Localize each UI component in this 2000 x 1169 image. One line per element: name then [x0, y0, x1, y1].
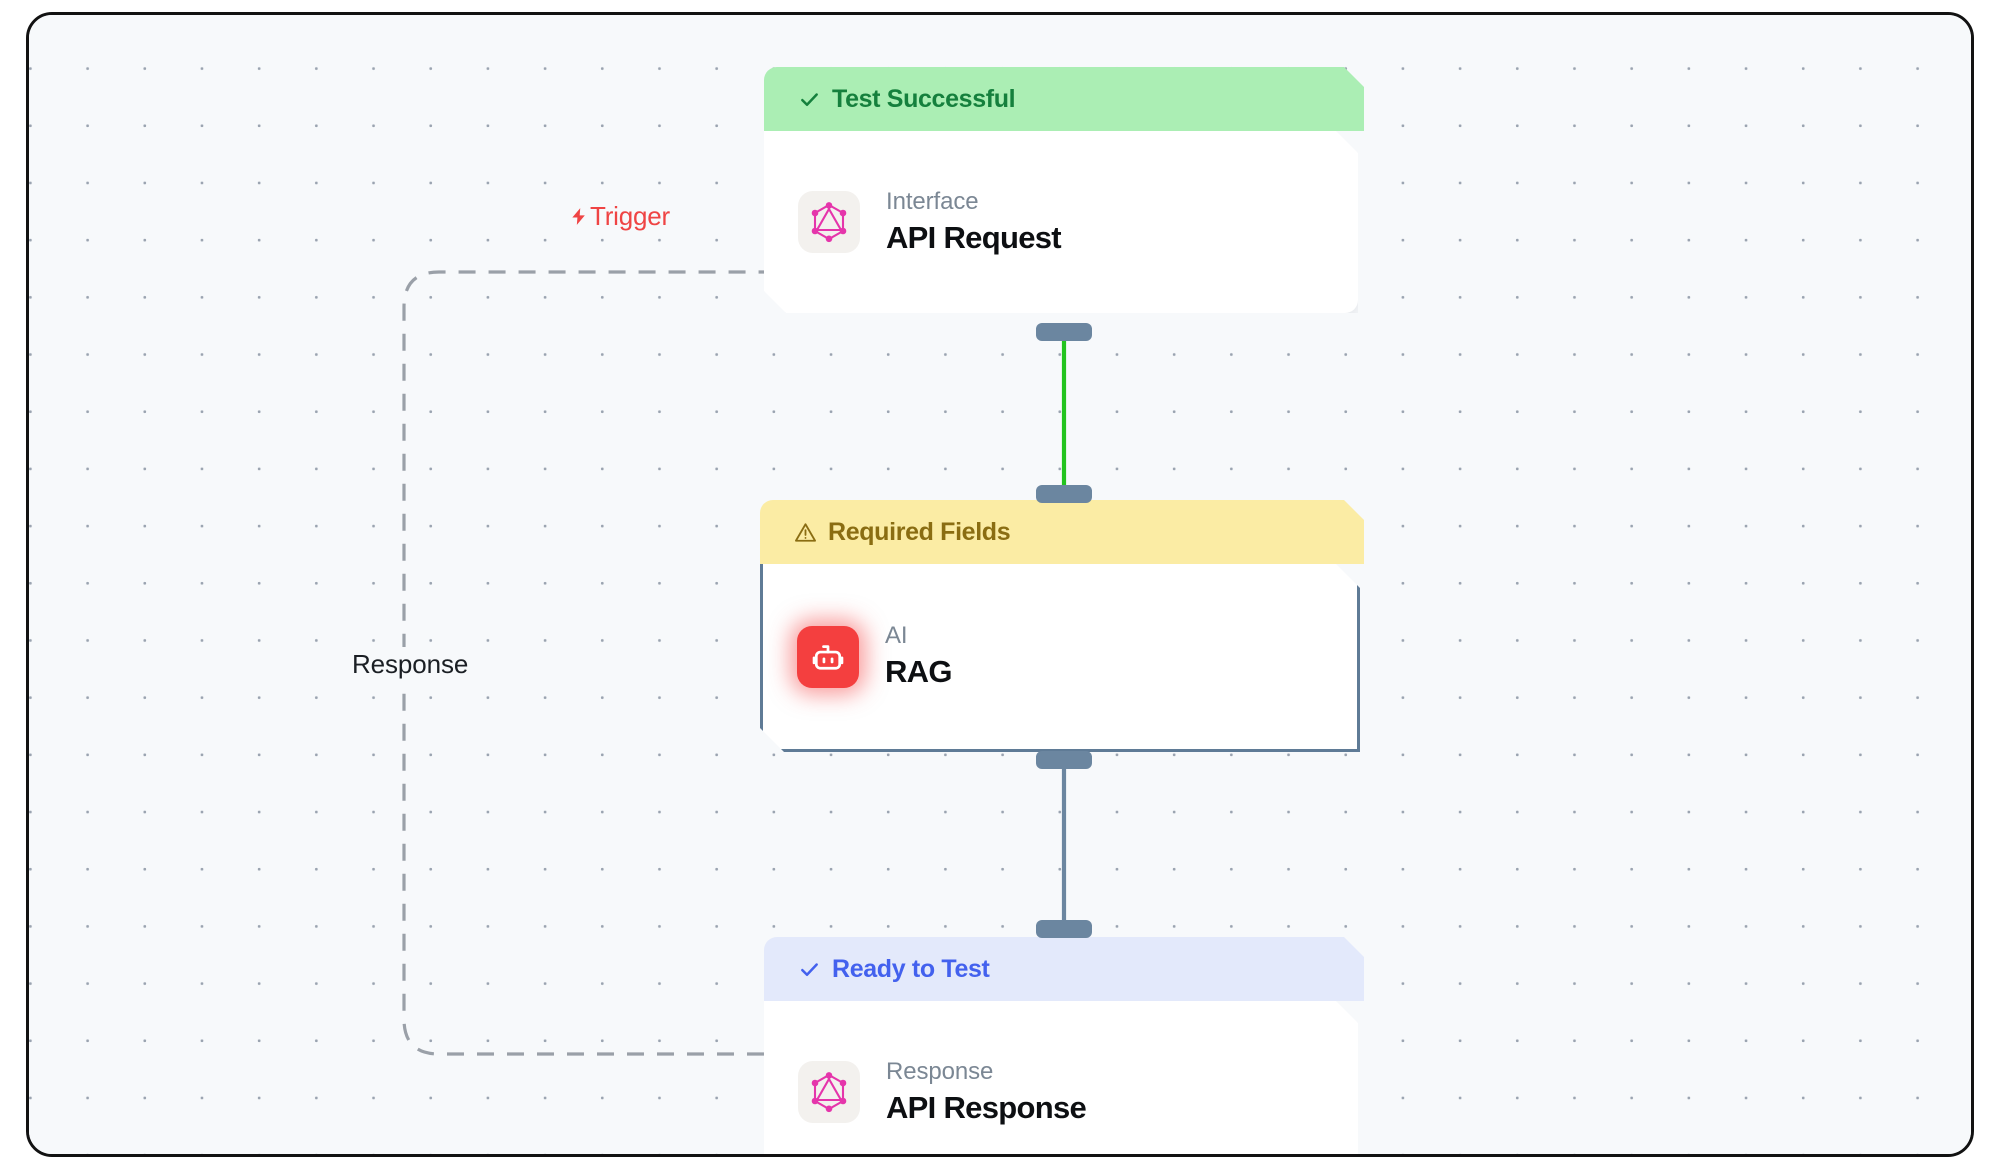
node-body-rag[interactable]: AI RAG — [760, 564, 1360, 752]
node-api-request[interactable]: Test Successful — [764, 67, 1364, 313]
graphql-icon — [798, 1061, 860, 1123]
node-body-api-response[interactable]: Response API Response — [764, 1001, 1358, 1157]
node-kind-label: Interface — [886, 187, 979, 215]
node-api-response[interactable]: Ready to Test — [764, 937, 1364, 1157]
warning-triangle-icon — [794, 521, 817, 544]
node-status-label: Ready to Test — [832, 954, 990, 983]
node-body-api-request[interactable]: Interface API Request — [764, 131, 1358, 313]
check-icon — [798, 958, 821, 981]
lightning-bolt-icon — [572, 208, 585, 225]
node-status-bar-test-successful: Test Successful — [764, 67, 1364, 131]
node-kind-label: Response — [886, 1057, 994, 1085]
graphql-glyph — [809, 200, 849, 244]
node-status-bar-ready-to-test: Ready to Test — [764, 937, 1364, 1001]
edge-label-trigger: Trigger — [569, 201, 670, 232]
robot-icon — [797, 626, 859, 688]
graphql-glyph — [809, 1070, 849, 1114]
robot-glyph — [810, 639, 846, 675]
node-meta-rag: AI RAG — [885, 621, 952, 692]
node-rag[interactable]: Required Fields AI RAG — [760, 500, 1364, 752]
flow-canvas[interactable]: Trigger Response Test Successful — [29, 15, 1971, 1154]
handle-api-response-input[interactable] — [1036, 920, 1092, 938]
app-frame: Trigger Response Test Successful — [26, 12, 1974, 1157]
handle-rag-output[interactable] — [1036, 751, 1092, 769]
node-kind-label: AI — [885, 622, 908, 650]
edge-label-response: Response — [343, 647, 478, 682]
graphql-icon — [798, 191, 860, 253]
node-meta-api-response: Response API Response — [886, 1057, 1086, 1128]
handle-rag-input[interactable] — [1036, 485, 1092, 503]
node-title-label: API Response — [886, 1089, 1087, 1125]
check-icon — [798, 88, 821, 111]
handle-api-request-output[interactable] — [1036, 323, 1092, 341]
node-status-label: Required Fields — [828, 517, 1011, 546]
node-title-label: API Request — [886, 219, 1061, 255]
node-status-label: Test Successful — [832, 84, 1016, 113]
edge-label-response-text: Response — [352, 649, 469, 679]
node-title-label: RAG — [885, 654, 952, 690]
node-meta-api-request: Interface API Request — [886, 187, 1061, 258]
edge-label-trigger-text: Trigger — [590, 201, 670, 231]
node-status-bar-required-fields: Required Fields — [760, 500, 1364, 564]
